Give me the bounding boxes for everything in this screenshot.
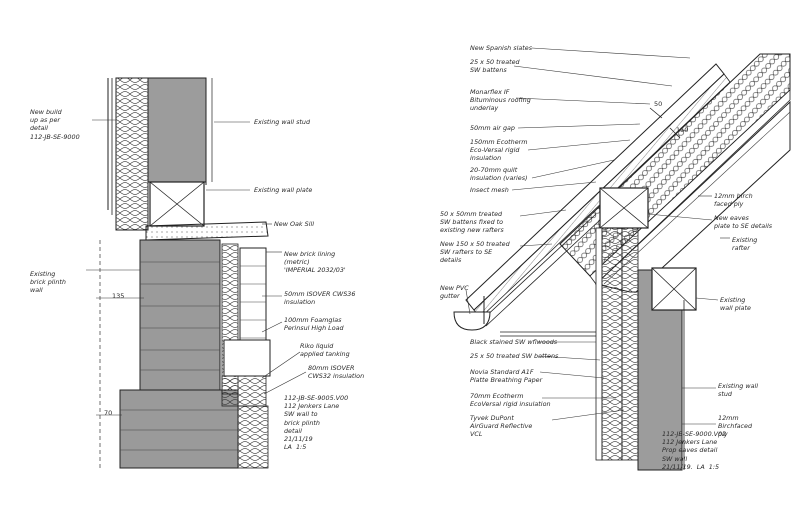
left-title-block: 112-JB-SE-9005.V00 112 Jenkers Lane SW w… [284,394,349,452]
label-ecotherm-70: 70mm Ecotherm EcoVersal rigid insulation [470,392,551,409]
label-battens-25x50: 25 x 50 treated SW battens [470,352,559,360]
label-existing-wall-stud-right: Existing wall stud [718,382,759,399]
label-new-rafters: New 150 x 50 treated SW rafters to SE de… [440,240,510,265]
label-new-eaves-plate: New eaves plate to SE details [714,214,773,231]
dimension-150: 150 [676,126,689,134]
label-insect-mesh: Insect mesh [470,186,509,194]
label-new-oak-sill: New Oak Sill [274,220,315,228]
label-foamglas: 100mm Foamglas Perinsul High Load [284,316,344,333]
label-new-build: New build up as per detail 112-JB-SE-900… [30,108,80,141]
left-oak-sill [145,221,269,241]
left-wall-section [86,77,307,469]
label-birch-ply: 12mm Birchfaced ply [718,414,753,439]
right-title-block: 112-JB-SE-9000.V02 112 Jenkers Lane Prop… [662,430,727,471]
label-novia: Novia Standard A1F Platte Breathing Pape… [470,368,543,385]
label-existing-wall-stud-left: Existing wall stud [254,118,311,126]
label-existing-rafter: Existing rafter [732,236,758,253]
label-ecotherm-150: 150mm Ecotherm Eco-Versal rigid insulati… [470,138,528,163]
label-existing-wall-plate-right: Existing wall plate [720,296,751,313]
right-gutter [453,311,491,331]
label-air-gap: 50mm air gap [470,124,515,132]
label-new-spanish-slates: New Spanish slates [470,44,533,52]
label-riko-liquid: Riko liquid applied tanking [300,342,350,359]
right-eaves-section [453,47,791,471]
label-battens: 25 x 50 treated SW battens [470,58,520,75]
label-soffit: Black stained SW wflwoods [470,338,558,346]
label-new-brick-lining: New brick lining (metric) 'IMPERIAL 2032… [284,250,346,275]
label-isover-80: 80mm ISOVER CWS32 insulation [308,364,365,381]
dimension-70: 70 [104,409,113,417]
label-eaves-ply: 12mm birch faced ply [714,192,753,209]
dimension-135: 135 [112,292,125,300]
label-tyvek: Tyvek DuPont AirGuard Reflective VCL [470,414,533,439]
dimension-50: 50 [654,100,663,108]
left-brick-plinth [119,239,239,469]
label-existing-brick-plinth: Existing brick plinth wall [30,270,66,295]
label-monarflex: Monarflex IF Bituminous roofing underlay [470,88,531,113]
label-quilt: 20-70mm quilt insulation (varies) [470,166,528,183]
left-foamglas [223,339,271,377]
label-insulation-50: 50mm ISOVER CWS36 insulation [284,290,356,307]
label-battens-50x50: 50 x 50mm treated SW battens fixed to ex… [440,210,504,235]
label-gutter: New PVC gutter [440,284,469,301]
label-existing-wall-plate-left: Existing wall plate [254,186,313,194]
